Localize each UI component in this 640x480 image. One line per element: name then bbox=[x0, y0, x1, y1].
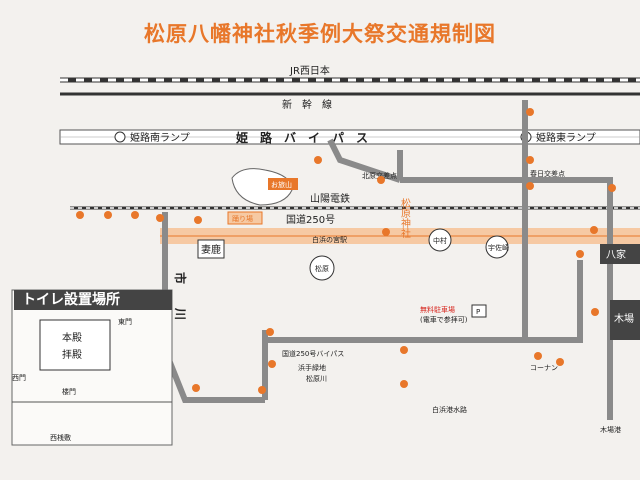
district-matsubara: 松原 bbox=[309, 255, 335, 281]
matsubara-shrine-label: 松原神社 bbox=[399, 197, 411, 239]
konan-label: コーナン bbox=[530, 364, 558, 372]
west-ramp-label: 姫路南ランプ bbox=[130, 131, 190, 144]
svg-text:松原: 松原 bbox=[315, 264, 329, 273]
district-tsuma: 妻鹿 bbox=[197, 239, 225, 259]
east-gate-label: 東門 bbox=[118, 317, 132, 326]
hamate-label: 浜手緑地 bbox=[298, 363, 326, 372]
svg-text:(電車で参拝可): (電車で参拝可) bbox=[420, 315, 468, 324]
west-gate-label: 西門 bbox=[12, 374, 26, 382]
svg-text:中村: 中村 bbox=[433, 236, 447, 245]
otabisho-hill: お旅山 bbox=[231, 168, 298, 206]
control-points bbox=[76, 108, 616, 394]
kasuga-label: 春日交差点 bbox=[530, 169, 565, 178]
bypass-label: 姫 路 バ イ パ ス bbox=[236, 130, 368, 145]
svg-text:宇佐崎: 宇佐崎 bbox=[488, 243, 509, 252]
nishi-hall-label: 西桟敷 bbox=[50, 433, 71, 442]
matsubaragawa-label: 松原川 bbox=[306, 374, 327, 383]
odoriba-marker: 踊り場 bbox=[227, 211, 263, 225]
route-250-road bbox=[160, 228, 640, 244]
kitahama-label: 北原交差点 bbox=[362, 171, 397, 180]
honden-label: 本殿 bbox=[62, 331, 82, 344]
district-yaka: 八家 bbox=[600, 244, 640, 264]
shirahama-station-label: 白浜の宮駅 bbox=[312, 235, 347, 244]
east-ramp-label: 姫路東ランプ bbox=[536, 131, 596, 144]
district-nakamura: 中村 bbox=[428, 228, 452, 252]
district-kiba: 木場 bbox=[610, 300, 640, 340]
svg-text:八家: 八家 bbox=[606, 248, 626, 261]
district-usazaki: 宇佐崎 bbox=[485, 235, 509, 259]
haiden-label: 拝殿 bbox=[62, 348, 82, 361]
restricted-routes bbox=[162, 100, 613, 420]
sanyo-label: 山陽電鉄 bbox=[310, 192, 350, 205]
toilet-section-title: トイレ設置場所 bbox=[14, 290, 172, 310]
toilet-map: 本殿 拝殿 東門 西門 楼門 西桟敷 bbox=[11, 289, 173, 446]
route250-bypass-label: 国道250号バイパス bbox=[282, 349, 344, 358]
route250-label: 国道250号 bbox=[286, 213, 335, 226]
svg-text:妻鹿: 妻鹿 bbox=[201, 243, 221, 256]
map-title: 松原八幡神社秋季例大祭交通規制図 bbox=[144, 22, 496, 46]
free-parking: 無料駐車場 (電車で参拝可) P bbox=[420, 304, 487, 324]
odoriba-label: 踊り場 bbox=[232, 214, 253, 223]
jr-label: JR西日本 bbox=[289, 64, 330, 77]
svg-text:木場: 木場 bbox=[614, 312, 634, 325]
tower-gate-label: 楼門 bbox=[62, 387, 76, 396]
west-ramp: 姫路南ランプ bbox=[114, 131, 190, 144]
otabisho-label: お旅山 bbox=[271, 180, 292, 189]
port-label: 白浜港水路 bbox=[432, 405, 467, 414]
svg-text:P: P bbox=[476, 308, 480, 316]
kiba-port-label: 木場港 bbox=[600, 425, 621, 434]
shinkansen-label: 新 幹 線 bbox=[282, 98, 332, 111]
svg-text:無料駐車場: 無料駐車場 bbox=[420, 305, 455, 314]
himeji-bypass-road bbox=[59, 129, 640, 145]
ichikawa-label: 市 川 bbox=[173, 272, 188, 320]
